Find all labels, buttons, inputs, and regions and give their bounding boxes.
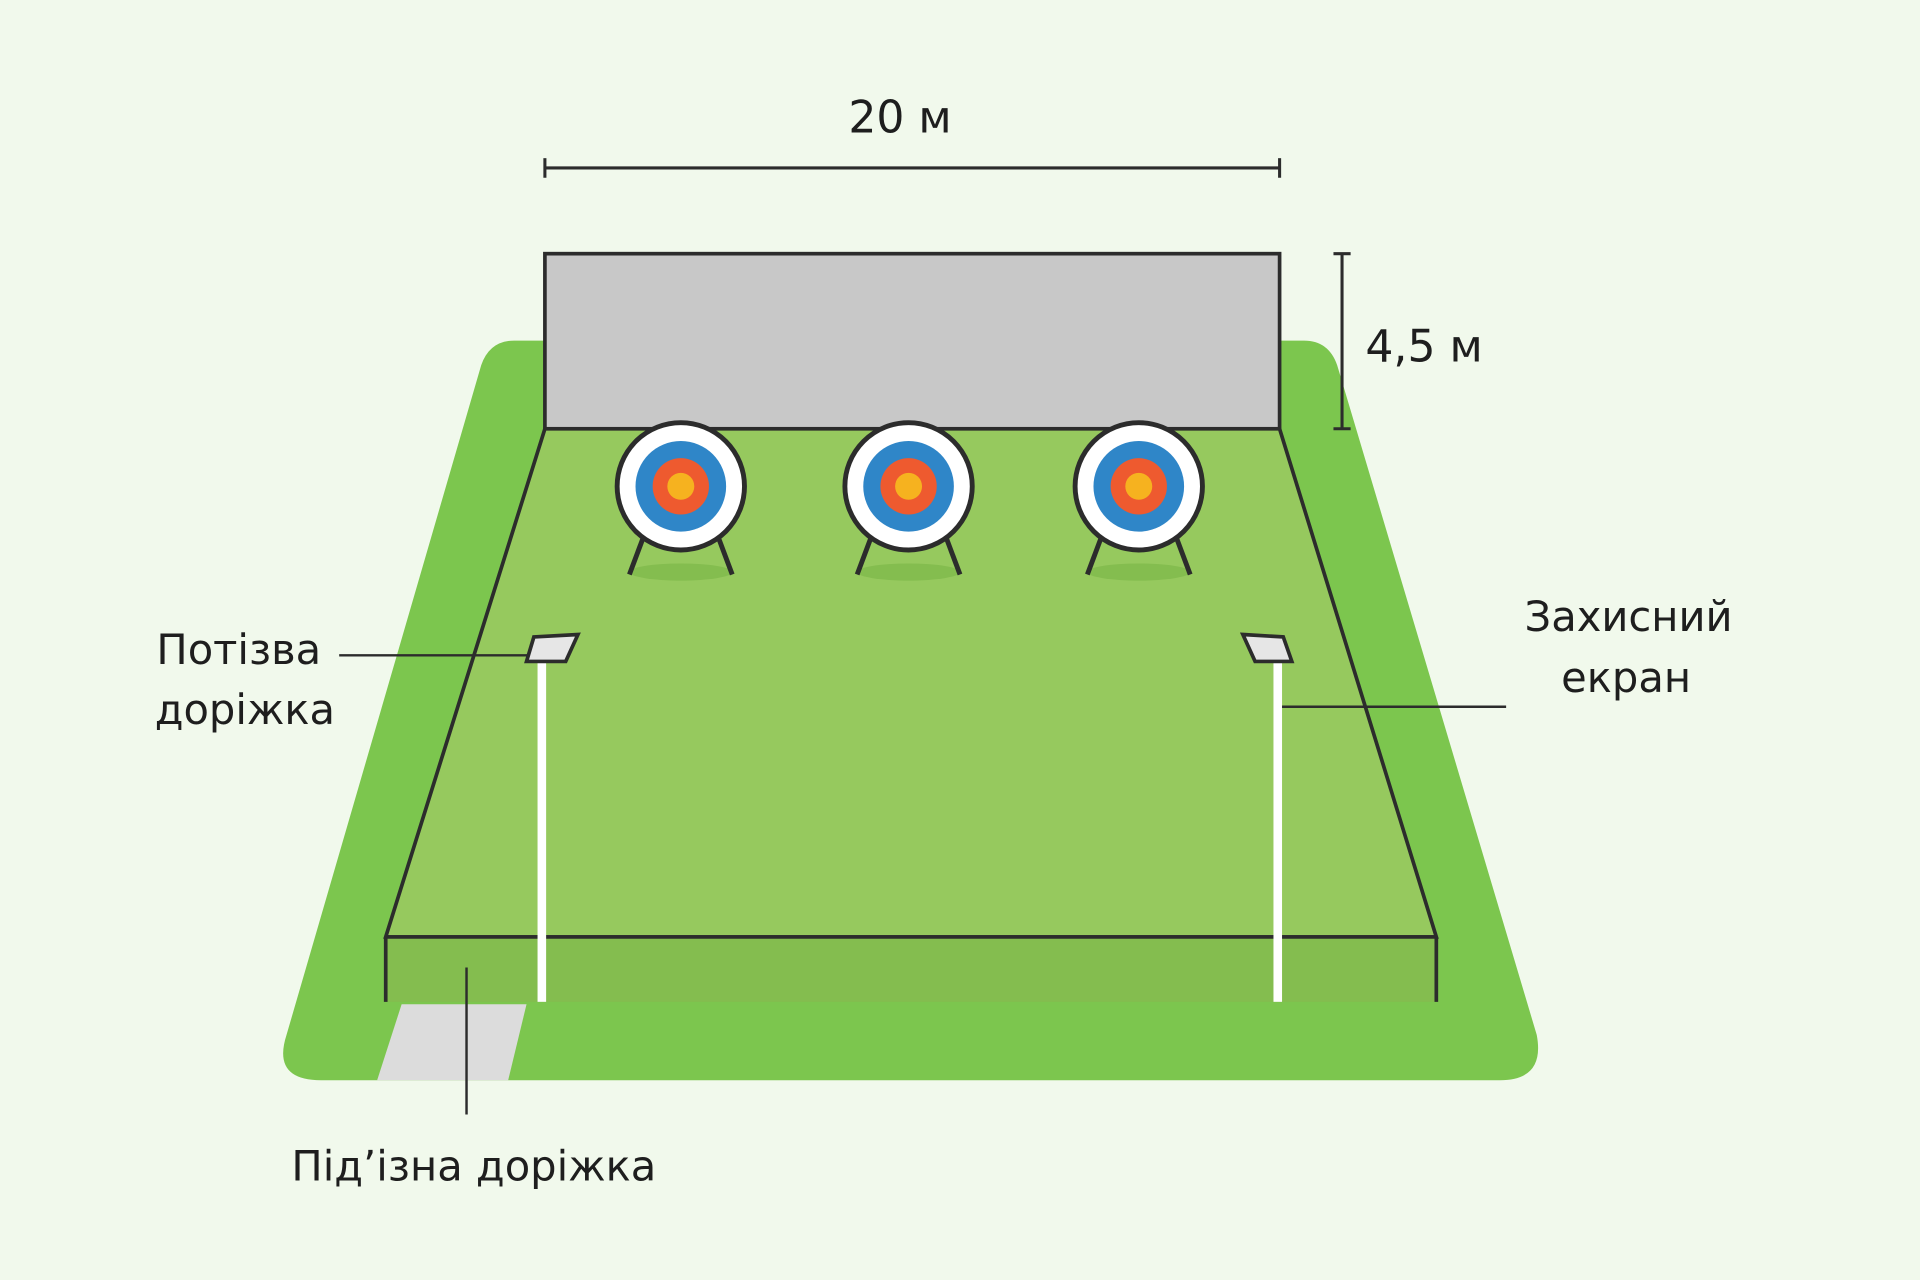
right-label-line2: екран xyxy=(1561,653,1691,702)
height-label: 4,5 м xyxy=(1365,321,1482,372)
width-label: 20 м xyxy=(848,92,951,143)
archery-target xyxy=(1072,420,1205,581)
left-label-line1: Потізва xyxy=(156,625,321,674)
access-path xyxy=(377,1004,527,1081)
height-dimension xyxy=(1333,252,1351,431)
right-label-line1: Захисний xyxy=(1525,592,1733,641)
archery-target xyxy=(614,420,747,581)
bottom-label: Під’ізна доріжка xyxy=(291,1142,656,1191)
left-label-line2: доріжка xyxy=(155,685,335,734)
width-dimension xyxy=(543,158,1282,178)
field-front-face xyxy=(385,936,1437,1002)
left-light-pole xyxy=(524,632,581,1002)
right-light-pole xyxy=(1239,632,1295,1002)
protective-wall xyxy=(543,251,1282,431)
archery-target xyxy=(842,420,975,581)
